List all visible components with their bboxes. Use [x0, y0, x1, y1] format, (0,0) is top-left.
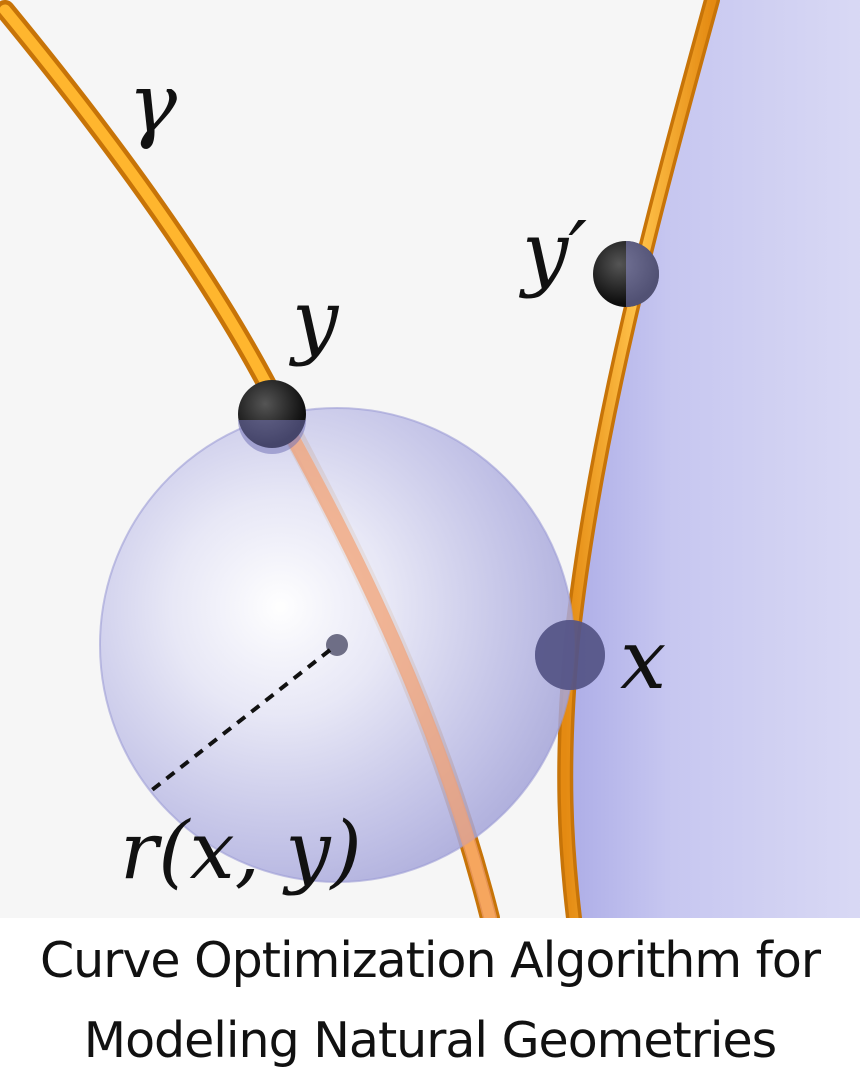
point-x — [535, 620, 605, 690]
radius-line — [150, 648, 332, 792]
label-gamma: γ — [128, 57, 178, 152]
label-y: y — [288, 273, 340, 368]
label-y-prime: y′ — [518, 205, 587, 300]
surface-region — [566, 0, 860, 918]
label-x: x — [620, 613, 666, 708]
caption: Curve Optimization Algorithm for Modelin… — [0, 918, 860, 1084]
diagram-figure: γ y y′ x r(x, y) — [0, 0, 860, 918]
caption-line-1: Curve Optimization Algorithm for — [39, 932, 821, 989]
sphere-center-point — [326, 634, 348, 656]
caption-line-2: Modeling Natural Geometries — [83, 1012, 777, 1069]
label-radius: r(x, y) — [120, 804, 362, 897]
